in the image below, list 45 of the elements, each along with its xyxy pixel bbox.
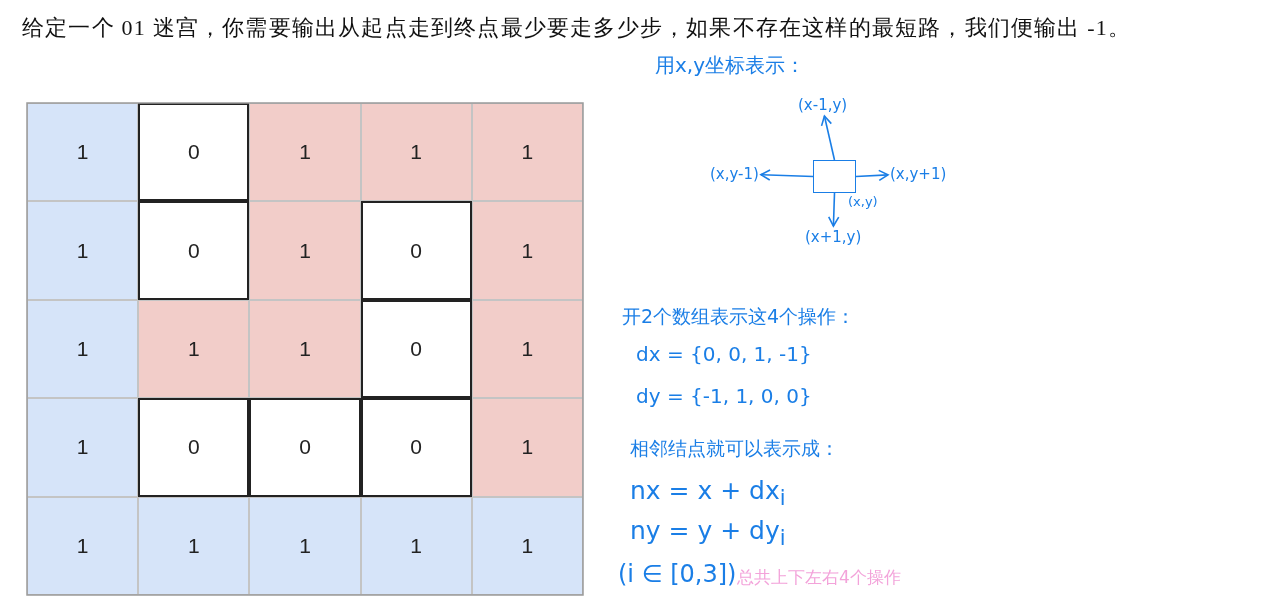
handwritten-note: 开2个数组表示这4个操作： (622, 304, 856, 329)
grid-cell: 1 (27, 496, 139, 595)
grid-cell: 1 (360, 496, 472, 595)
grid-cell: 0 (138, 398, 250, 497)
grid-cell: 0 (360, 299, 472, 399)
handwritten-formula: nx = x + dx$_{i}$ (630, 476, 786, 510)
handwritten-note: 总共上下左右4个操作 (737, 566, 901, 589)
grid-cell: 0 (138, 103, 250, 202)
coordinate-label: (x,y+1) (890, 165, 947, 183)
grid-cell: 0 (138, 201, 250, 300)
handwritten-formula: ny = y + dy$_{i}$ (630, 516, 786, 550)
grid-cell: 1 (27, 299, 139, 399)
coordinate-label: (x+1,y) (805, 228, 862, 246)
coordinate-label: (x-1,y) (798, 96, 848, 114)
grid-cell: 1 (471, 398, 583, 497)
arrow (760, 169, 814, 181)
grid-cell: 0 (360, 201, 472, 300)
grid-cell: 1 (249, 103, 361, 202)
grid-cell: 1 (360, 103, 472, 202)
grid-cell: 1 (249, 496, 361, 595)
grid-cell: 0 (249, 398, 361, 497)
grid-cell: 1 (27, 398, 139, 497)
grid-cell: 1 (249, 299, 361, 399)
paragraph: 给定一个 01 迷宫，你需要输出从起点走到终点最少要走多少步，如果不存在这样的最短路，我们便输出 -1。 (22, 14, 1133, 42)
grid-cell: 0 (360, 398, 472, 497)
arrow (820, 115, 836, 161)
grid-cell: 1 (27, 201, 139, 300)
grid-cell: 1 (471, 103, 583, 202)
handwritten-note: 相邻结点就可以表示成： (630, 436, 839, 461)
grid-cell: 1 (138, 496, 250, 595)
cell-box (813, 160, 856, 193)
arrow (827, 192, 840, 227)
grid-cell: 1 (471, 496, 583, 595)
arrow (855, 169, 889, 182)
grid-cell: 1 (249, 201, 361, 300)
coordinate-label: (x,y-1) (710, 165, 759, 183)
handwritten-formula: dy = {-1, 1, 0, 0} (636, 384, 812, 408)
handwritten-formula: (i ∈ [0,3]) (618, 560, 737, 588)
grid-cell: 1 (471, 201, 583, 300)
handwritten-formula: dx = {0, 0, 1, -1} (636, 342, 812, 366)
grid-cell: 1 (27, 103, 139, 202)
grid-cell: 1 (138, 299, 250, 399)
grid-cell: 1 (471, 299, 583, 399)
handwritten-note: 用x,y坐标表示： (655, 52, 806, 79)
coordinate-label: (x,y) (848, 194, 878, 209)
